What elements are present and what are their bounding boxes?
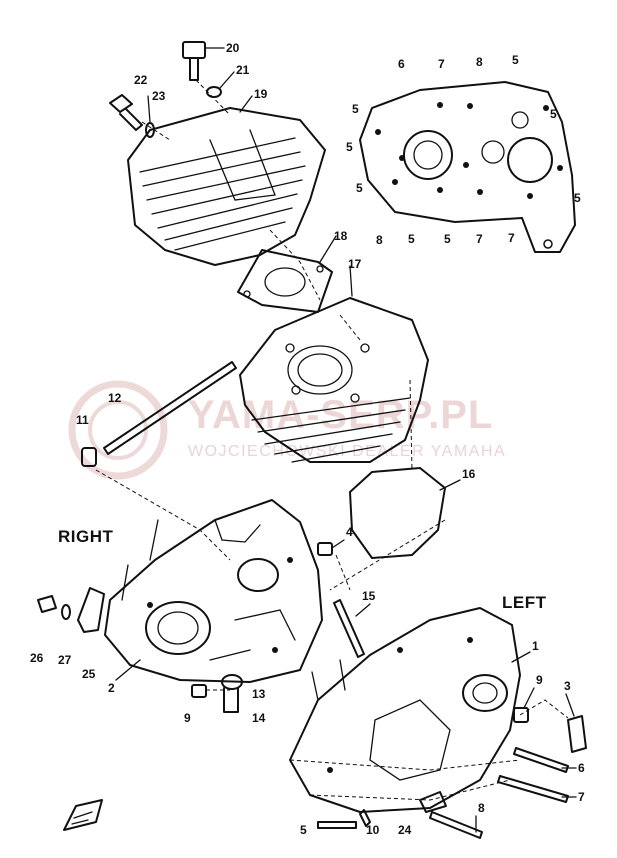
callout-21: 21 bbox=[236, 63, 250, 77]
bolt-8 bbox=[429, 811, 483, 839]
callout-7-a: 7 bbox=[438, 57, 445, 71]
callout-5-i: 5 bbox=[300, 823, 307, 837]
head-bolt-20 bbox=[182, 41, 206, 81]
part-4 bbox=[317, 542, 333, 556]
callout-17: 17 bbox=[348, 257, 362, 271]
callout-16: 16 bbox=[462, 467, 476, 481]
callout-8-a: 8 bbox=[476, 55, 483, 69]
callout-18: 18 bbox=[334, 229, 348, 243]
callout-5-h: 5 bbox=[574, 191, 581, 205]
callout-8-b: 8 bbox=[376, 233, 383, 247]
callout-5-c: 5 bbox=[356, 181, 363, 195]
bracket-25 bbox=[77, 587, 105, 633]
bolt-26-washer-27 bbox=[37, 595, 71, 620]
callout-numbers: 1 2 3 4 5 5 5 5 5 5 5 5 5 6 6 7 7 7 7 8 … bbox=[30, 41, 585, 837]
watermark: YAMA-SERP.PL WOJCIECHOWSKI DEALER YAMAHA bbox=[68, 380, 505, 480]
callout-5-f: 5 bbox=[512, 53, 519, 67]
dowel-pin-12 bbox=[103, 361, 237, 455]
callout-22: 22 bbox=[134, 73, 148, 87]
crankcase-left-1 bbox=[289, 607, 521, 813]
bolt-5 bbox=[317, 821, 357, 829]
crankcase-detail-view bbox=[359, 81, 576, 253]
callout-6-b: 6 bbox=[578, 761, 585, 775]
stud-15 bbox=[333, 599, 365, 658]
washer-21 bbox=[206, 86, 222, 98]
callout-25: 25 bbox=[82, 667, 96, 681]
label-left: LEFT bbox=[502, 593, 547, 612]
crankcase-right-2 bbox=[104, 499, 323, 683]
bolt-22 bbox=[109, 94, 143, 131]
callout-20: 20 bbox=[226, 41, 240, 55]
callout-5-a: 5 bbox=[352, 102, 359, 116]
callout-19: 19 bbox=[254, 87, 268, 101]
callout-12: 12 bbox=[108, 391, 122, 405]
callout-7-b: 7 bbox=[476, 232, 483, 246]
callout-11: 11 bbox=[76, 413, 89, 427]
dowel-9-left bbox=[513, 707, 529, 723]
callout-6-a: 6 bbox=[398, 57, 405, 71]
pin-11 bbox=[81, 447, 97, 467]
assembly-leaders bbox=[95, 79, 569, 801]
callout-5-d: 5 bbox=[408, 232, 415, 246]
callout-9-b: 9 bbox=[536, 673, 543, 687]
label-right: RIGHT bbox=[58, 527, 114, 546]
drain-plug-13-14 bbox=[221, 674, 243, 713]
bolt-7 bbox=[497, 775, 569, 803]
callout-ticks bbox=[115, 47, 577, 833]
part-24 bbox=[419, 791, 447, 813]
callout-7-c: 7 bbox=[508, 231, 515, 245]
callout-5-e: 5 bbox=[444, 232, 451, 246]
head-gasket-18 bbox=[237, 249, 333, 313]
base-gasket-16 bbox=[349, 467, 446, 559]
callout-24: 24 bbox=[398, 823, 412, 837]
callout-5-b: 5 bbox=[346, 140, 353, 154]
pin-10 bbox=[359, 809, 371, 827]
callout-1: 1 bbox=[532, 639, 539, 653]
callout-26: 26 bbox=[30, 651, 44, 665]
callout-10: 10 bbox=[366, 823, 380, 837]
callout-4: 4 bbox=[346, 525, 353, 539]
callout-5-g: 5 bbox=[550, 107, 557, 121]
front-arrow-icon bbox=[63, 799, 103, 831]
callout-8-c: 8 bbox=[478, 801, 485, 815]
callout-27: 27 bbox=[58, 653, 72, 667]
cylinder-head bbox=[127, 107, 326, 266]
callout-14: 14 bbox=[252, 711, 266, 725]
cylinder-17 bbox=[239, 297, 429, 463]
part-3 bbox=[567, 715, 587, 753]
dowel-9-right bbox=[191, 684, 207, 698]
callout-15: 15 bbox=[362, 589, 376, 603]
callout-13: 13 bbox=[252, 687, 266, 701]
callout-7-d: 7 bbox=[578, 790, 585, 804]
callout-9-a: 9 bbox=[184, 711, 191, 725]
callout-3: 3 bbox=[564, 679, 571, 693]
bolt-6 bbox=[513, 747, 569, 773]
callout-23: 23 bbox=[152, 89, 166, 103]
callout-2: 2 bbox=[108, 681, 115, 695]
watermark-main-text: YAMA-SERP.PL bbox=[188, 393, 493, 437]
